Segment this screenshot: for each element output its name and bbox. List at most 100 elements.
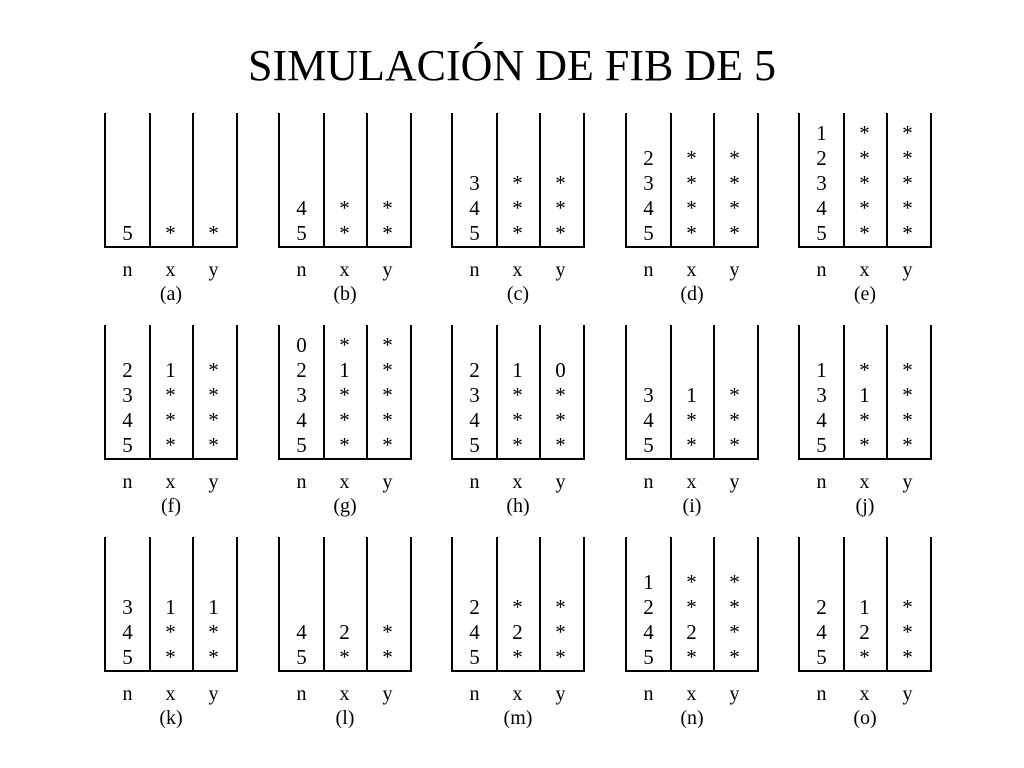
stack-cell: 3 <box>816 383 827 407</box>
stack-cell: 2 <box>643 595 654 619</box>
panel-caption: (i) <box>682 495 702 517</box>
stack-cell: * <box>859 221 870 245</box>
column-divider <box>886 325 888 458</box>
column-header-x: x <box>859 259 870 281</box>
stack-cell: 1 <box>859 383 870 407</box>
stack-cell: * <box>208 221 219 245</box>
panel-caption: (c) <box>506 283 530 305</box>
stack-column-x: ** <box>323 113 366 247</box>
stack-column-y: *** <box>539 537 582 671</box>
stack-column-x: *1*** <box>323 325 366 459</box>
stack-cell: * <box>859 433 870 457</box>
column-header-y: y <box>208 683 219 705</box>
column-header-x: x <box>859 471 870 493</box>
stack-cell: * <box>382 645 393 669</box>
stack-cell: * <box>902 358 913 382</box>
column-header-x: x <box>686 259 697 281</box>
stack-cell: * <box>382 221 393 245</box>
stack-cell: 3 <box>122 383 133 407</box>
stack-column-x: 1*** <box>149 325 192 459</box>
stack-column-y: *** <box>713 325 756 459</box>
stack-cell: * <box>686 408 697 432</box>
column-header-y: y <box>382 683 393 705</box>
stack-cell: 5 <box>643 645 654 669</box>
stack-cell: * <box>729 645 740 669</box>
column-header-n: n <box>643 259 654 281</box>
stack-column-x: *1** <box>843 325 886 459</box>
panel-caption: (j) <box>855 495 875 517</box>
stack-cell: * <box>902 595 913 619</box>
stack-cell: * <box>729 620 740 644</box>
column-divider <box>323 325 325 458</box>
stack-cell: * <box>686 433 697 457</box>
stack-frame <box>625 537 759 672</box>
stack-cell: * <box>208 408 219 432</box>
stack-column-x: *2* <box>496 537 539 671</box>
column-header-n: n <box>296 683 307 705</box>
column-header-x: x <box>339 259 350 281</box>
stack-cell: * <box>902 408 913 432</box>
column-header-n: n <box>122 259 133 281</box>
stack-cell: * <box>165 383 176 407</box>
stack-cell: * <box>859 196 870 220</box>
column-header-n: n <box>643 471 654 493</box>
stack-cell: * <box>555 196 566 220</box>
stack-cell: * <box>208 645 219 669</box>
column-divider <box>192 537 194 670</box>
stack-cell: 4 <box>816 196 827 220</box>
column-divider <box>539 537 541 670</box>
stack-column-x: * <box>149 113 192 247</box>
stack-cell: 4 <box>816 408 827 432</box>
column-header-y: y <box>208 471 219 493</box>
stack-column-n: 5 <box>106 113 149 247</box>
stack-cell: 5 <box>296 433 307 457</box>
stack-cell: * <box>555 221 566 245</box>
column-divider <box>366 537 368 670</box>
stack-cell: * <box>859 408 870 432</box>
stack-cell: * <box>902 171 913 195</box>
column-header-x: x <box>165 259 176 281</box>
column-header-x: x <box>339 683 350 705</box>
stack-cell: * <box>165 433 176 457</box>
stack-cell: * <box>382 408 393 432</box>
stack-cell: 1 <box>816 358 827 382</box>
stack-column-y: **** <box>886 325 929 459</box>
stack-cell: * <box>902 433 913 457</box>
panel-caption: (e) <box>853 283 877 305</box>
stack-cell: 3 <box>816 171 827 195</box>
panel-caption: (g) <box>333 495 357 517</box>
column-divider <box>192 113 194 246</box>
stack-cell: * <box>859 358 870 382</box>
column-divider <box>843 537 845 670</box>
stack-frame <box>104 537 238 672</box>
stack-cell: 1 <box>512 358 523 382</box>
stack-cell: * <box>902 196 913 220</box>
column-header-n: n <box>643 683 654 705</box>
stack-cell: * <box>859 645 870 669</box>
stack-cell: 0 <box>296 333 307 357</box>
stack-cell: * <box>555 620 566 644</box>
stack-frame <box>278 325 412 460</box>
column-divider <box>670 537 672 670</box>
column-header-n: n <box>296 259 307 281</box>
stack-column-y: * <box>192 113 235 247</box>
stack-cell: * <box>382 620 393 644</box>
stack-cell: 3 <box>469 171 480 195</box>
stack-cell: * <box>902 221 913 245</box>
column-header-y: y <box>729 683 740 705</box>
stack-cell: * <box>382 383 393 407</box>
